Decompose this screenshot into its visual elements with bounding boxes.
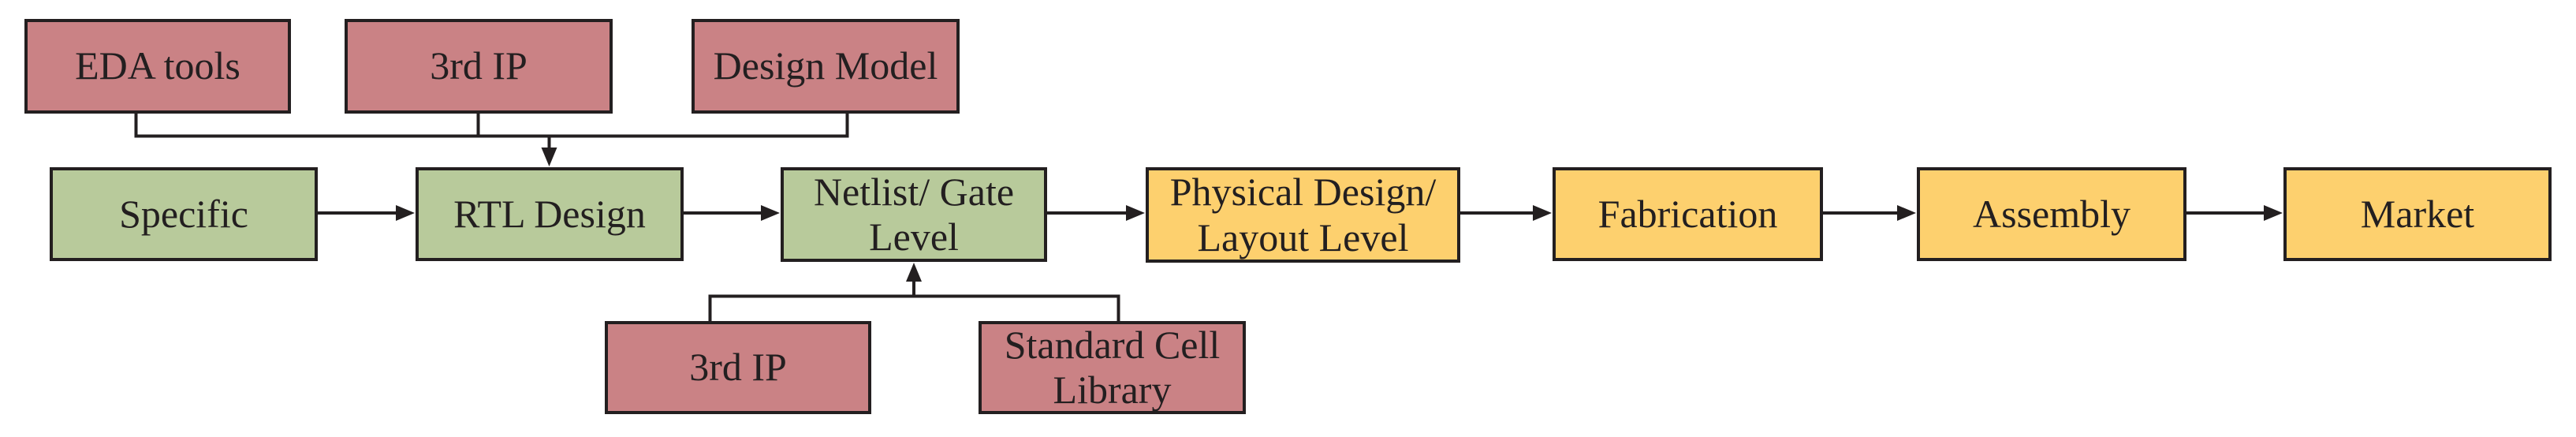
top-inputs-connector	[134, 114, 849, 166]
node-assembly: Assembly	[1917, 167, 2186, 261]
node-3rd-ip-bottom: 3rd IP	[605, 321, 871, 414]
arrow-rtl-to-netlist	[684, 205, 780, 221]
bottom-inputs-connector	[708, 263, 1120, 321]
arrow-assembly-to-market	[2186, 205, 2283, 221]
node-netlist-gate-level: Netlist/ Gate Level	[781, 167, 1047, 262]
node-3rd-ip-top: 3rd IP	[345, 19, 613, 114]
arrow-fabrication-to-assembly	[1823, 205, 1916, 221]
node-market: Market	[2283, 167, 2552, 261]
node-rtl-design: RTL Design	[416, 167, 684, 261]
arrow-netlist-to-physical	[1047, 205, 1145, 221]
node-fabrication: Fabrication	[1553, 167, 1823, 261]
arrow-specific-to-rtl	[318, 205, 415, 221]
node-design-model: Design Model	[692, 19, 960, 114]
node-standard-cell-library: Standard Cell Library	[979, 321, 1246, 414]
arrow-physical-to-fabrication	[1460, 205, 1552, 221]
node-specific: Specific	[50, 167, 318, 261]
node-physical-design-layout-level: Physical Design/ Layout Level	[1146, 167, 1460, 263]
node-eda-tools: EDA tools	[24, 19, 291, 114]
